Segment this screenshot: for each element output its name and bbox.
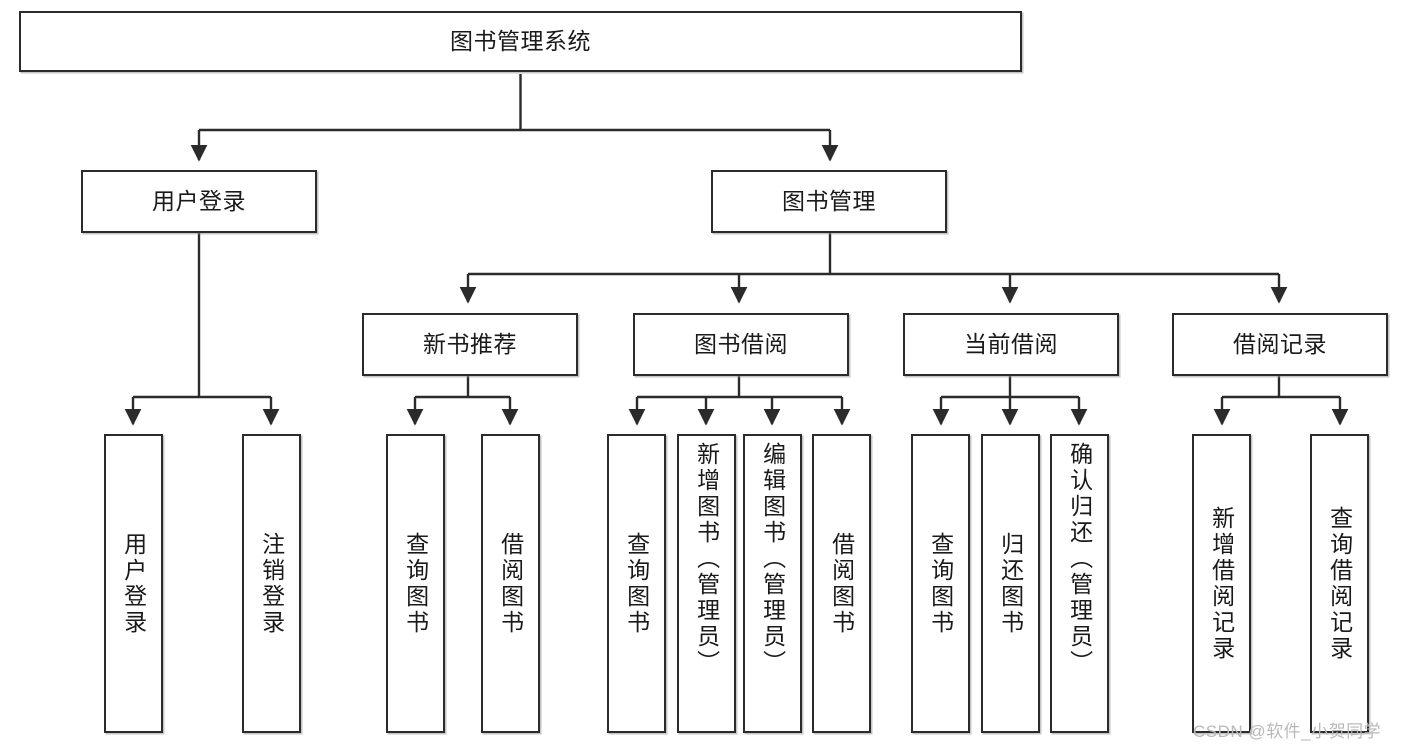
node-leaf-borrow-book[interactable]: 借阅图书: [812, 434, 871, 733]
node-new-book-recommend[interactable]: 新书推荐: [362, 313, 578, 376]
node-label: 图书管理系统: [450, 28, 591, 55]
node-book-management[interactable]: 图书管理: [711, 170, 947, 233]
node-label: 查询图书: [927, 531, 954, 636]
node-label: 注销登录: [258, 531, 285, 636]
node-leaf-query-borrow-record[interactable]: 查询借阅记录: [1310, 434, 1369, 733]
node-leaf-add-borrow-record[interactable]: 新增借阅记录: [1192, 434, 1251, 733]
node-label: 新书推荐: [423, 331, 517, 358]
node-borrow-record[interactable]: 借阅记录: [1172, 313, 1388, 376]
node-label: 借阅图书: [828, 531, 855, 636]
node-label: 编辑图书（管理员）: [759, 442, 786, 676]
node-label: 用户登录: [152, 188, 246, 215]
node-root-book-management-system[interactable]: 图书管理系统: [19, 11, 1022, 72]
node-leaf-add-book-admin[interactable]: 新增图书（管理员）: [677, 434, 736, 733]
node-leaf-query-book-recommend[interactable]: 查询图书: [386, 434, 445, 733]
node-leaf-logout[interactable]: 注销登录: [242, 434, 301, 733]
node-user-login[interactable]: 用户登录: [81, 170, 317, 233]
node-label: 图书借阅: [694, 331, 788, 358]
csdn-watermark: CSDN @软件_小贺同学: [1193, 722, 1382, 741]
node-label: 用户登录: [120, 531, 147, 636]
node-label: 查询图书: [623, 531, 650, 636]
node-label: 确认归还（管理员）: [1066, 442, 1093, 676]
node-label: 图书管理: [782, 188, 876, 215]
node-leaf-user-login[interactable]: 用户登录: [104, 434, 163, 733]
node-leaf-edit-book-admin[interactable]: 编辑图书（管理员）: [743, 434, 802, 733]
node-label: 新增图书（管理员）: [693, 442, 720, 676]
node-current-borrow[interactable]: 当前借阅: [903, 313, 1119, 376]
node-leaf-query-book-borrow[interactable]: 查询图书: [607, 434, 666, 733]
node-leaf-confirm-return-admin[interactable]: 确认归还（管理员）: [1050, 434, 1109, 733]
node-label: 查询借阅记录: [1326, 505, 1353, 662]
node-label: 查询图书: [402, 531, 429, 636]
node-label: 归还图书: [997, 531, 1024, 636]
node-book-borrow[interactable]: 图书借阅: [633, 313, 849, 376]
node-leaf-return-book[interactable]: 归还图书: [981, 434, 1040, 733]
node-leaf-query-book-current[interactable]: 查询图书: [911, 434, 970, 733]
node-leaf-borrow-book-recommend[interactable]: 借阅图书: [481, 434, 540, 733]
node-label: 借阅记录: [1233, 331, 1327, 358]
node-label: 借阅图书: [497, 531, 524, 636]
node-label: 新增借阅记录: [1208, 505, 1235, 662]
node-label: 当前借阅: [964, 331, 1058, 358]
